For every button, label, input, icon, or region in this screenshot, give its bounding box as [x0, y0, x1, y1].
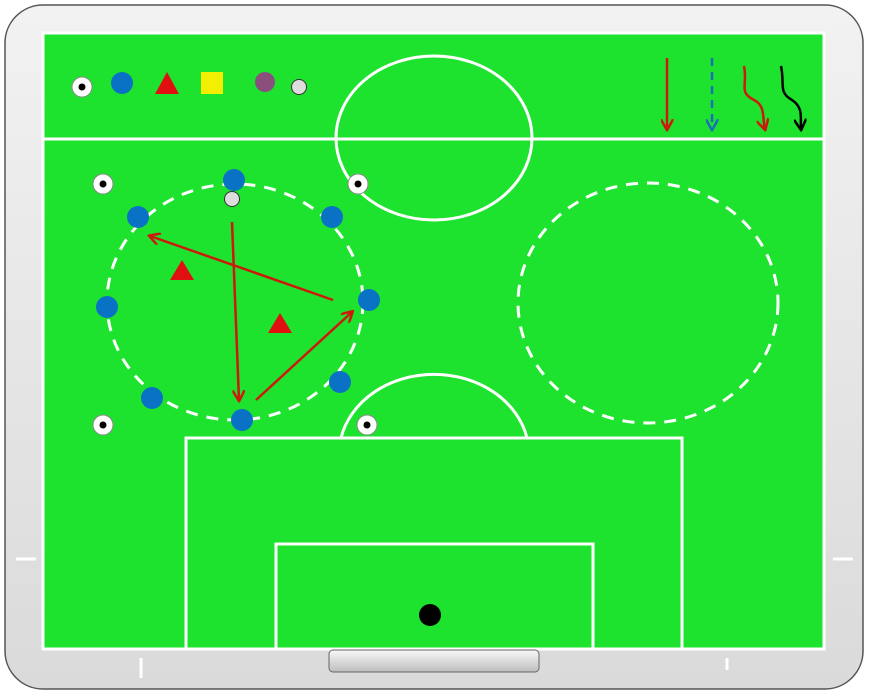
board-handle[interactable]: [328, 649, 540, 673]
penalty-arc: [339, 372, 529, 439]
player[interactable]: [358, 289, 380, 311]
drill-circle-right: [516, 181, 780, 425]
ball-icon[interactable]: [291, 79, 307, 95]
square-cone-icon[interactable]: [201, 72, 223, 94]
pass-arrow-top-to-bottom[interactable]: [230, 221, 239, 400]
triangle-cone[interactable]: [170, 260, 194, 280]
dribble-arrow[interactable]: [742, 65, 765, 129]
goal-marker: [419, 604, 441, 626]
player[interactable]: [141, 387, 163, 409]
player[interactable]: [321, 206, 343, 228]
player-icon[interactable]: [111, 72, 133, 94]
marker-disc[interactable]: [92, 414, 114, 436]
player[interactable]: [223, 169, 245, 191]
ball[interactable]: [224, 191, 240, 207]
center-circle: [334, 54, 534, 222]
pass-arrow-bottom-to-right[interactable]: [255, 312, 352, 401]
legend: [71, 58, 801, 129]
pitch: [41, 31, 826, 651]
player[interactable]: [231, 409, 253, 431]
marker-disc-icon[interactable]: [71, 76, 93, 98]
marker-disc[interactable]: [356, 414, 378, 436]
curved-run-arrow[interactable]: [779, 65, 801, 129]
goal-area: [274, 542, 595, 651]
purple-disc-icon[interactable]: [255, 72, 275, 92]
marker-disc[interactable]: [347, 173, 369, 195]
player[interactable]: [96, 296, 118, 318]
player[interactable]: [329, 371, 351, 393]
triangle-cone[interactable]: [268, 313, 292, 333]
pass-arrow-right-to-left[interactable]: [150, 236, 334, 302]
triangle-cone-icon[interactable]: [155, 72, 179, 94]
player[interactable]: [127, 206, 149, 228]
marker-disc[interactable]: [92, 173, 114, 195]
